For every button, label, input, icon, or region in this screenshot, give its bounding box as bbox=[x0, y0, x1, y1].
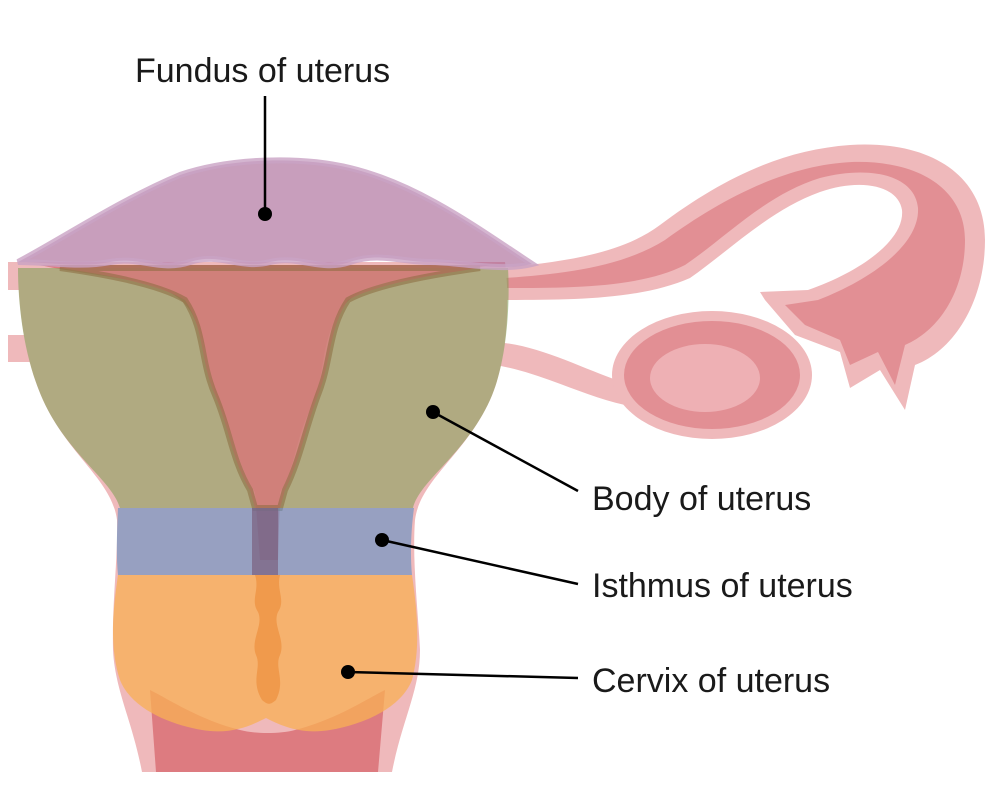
label-isthmus: Isthmus of uterus bbox=[375, 533, 853, 605]
fallopian-tube bbox=[500, 144, 985, 410]
label-body: Body of uterus bbox=[426, 405, 811, 518]
label-isthmus-text: Isthmus of uterus bbox=[592, 567, 853, 605]
label-cervix-text: Cervix of uterus bbox=[592, 662, 830, 700]
fundus-region bbox=[16, 157, 540, 271]
label-body-text: Body of uterus bbox=[592, 480, 811, 518]
leader-isthmus bbox=[381, 538, 579, 586]
pointer-dot-fundus bbox=[258, 207, 272, 221]
isthmus-canal bbox=[252, 508, 278, 575]
label-fundus-text: Fundus of uterus bbox=[135, 52, 390, 90]
label-fundus: Fundus of uterus bbox=[135, 52, 390, 221]
pointer-dot-body bbox=[426, 405, 440, 419]
ovary bbox=[495, 311, 812, 439]
cervix-canal-folds bbox=[254, 575, 282, 704]
pointer-dot-cervix bbox=[341, 665, 355, 679]
leader-body bbox=[432, 410, 579, 493]
label-cervix: Cervix of uterus bbox=[341, 662, 830, 700]
pointer-dot-isthmus bbox=[375, 533, 389, 547]
cervical-canal bbox=[150, 690, 385, 772]
leader-cervix bbox=[347, 670, 579, 680]
